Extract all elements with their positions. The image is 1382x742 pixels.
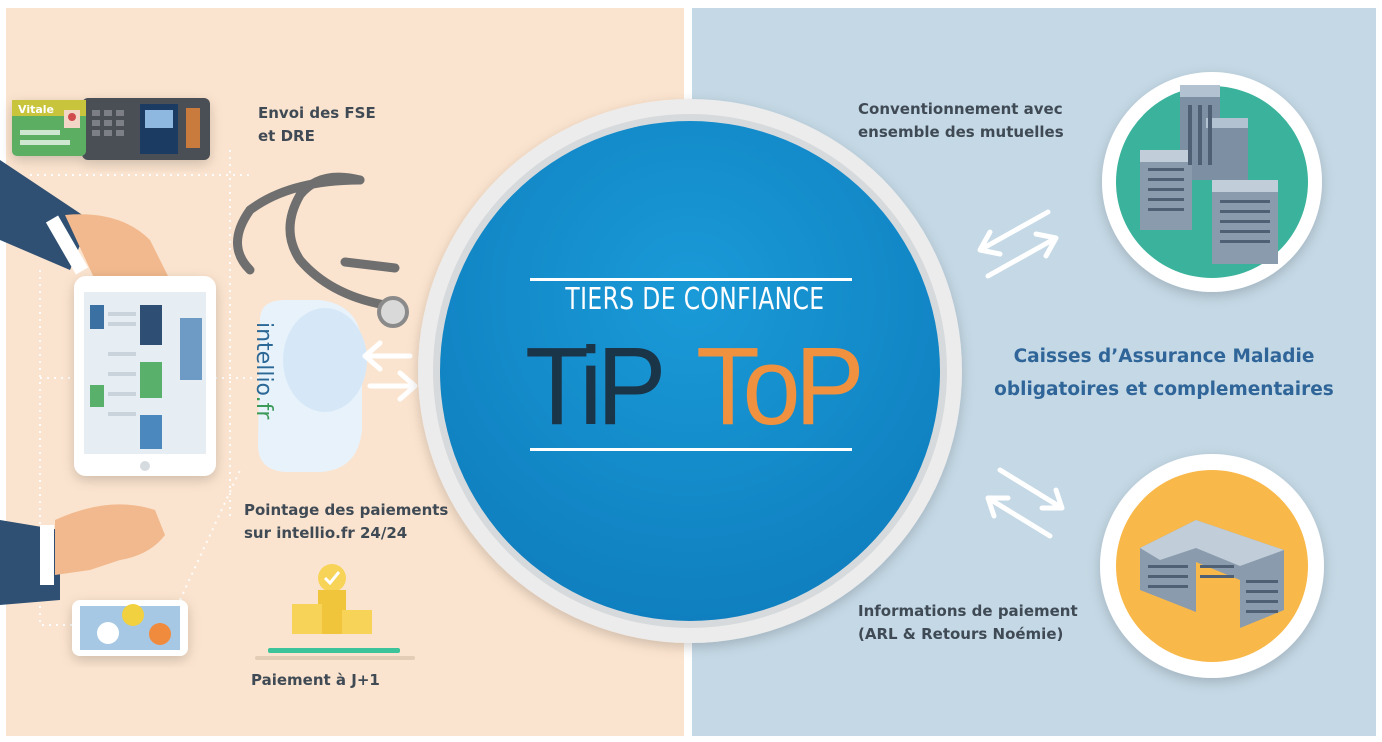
informations-label: Informations de paiement (ARL & Retours …: [858, 602, 1078, 643]
mutuelles-buildings-icon: [1102, 72, 1322, 292]
conventionnement-label: Conventionnement avec ensemble des mutue…: [858, 100, 1064, 141]
top-exchange-arrows: [977, 209, 1059, 279]
pointage-label: Pointage des paiements sur intellio.fr 2…: [244, 501, 449, 542]
intellio-logo-text: intellio.fr: [251, 322, 276, 420]
stethoscope-icon: [233, 172, 400, 310]
caisses-building-icon: [1100, 454, 1324, 678]
card-terminal-icon: [12, 98, 210, 160]
phone-icon: [72, 600, 188, 656]
left-exchange-arrows: [362, 340, 418, 402]
tiers-de-confiance-circle: [418, 99, 962, 643]
tablet-icon: [74, 276, 216, 476]
vitale-card-text: Vitale: [18, 103, 54, 116]
bottom-exchange-arrows: [985, 467, 1065, 539]
fse-label: Envoi des FSE et DRE: [258, 104, 376, 145]
intellio-cloud-icon: [258, 300, 367, 472]
coins-icon: [255, 564, 415, 660]
hand-bottom-icon: [0, 504, 165, 605]
stethoscope-chest-icon: [377, 296, 409, 328]
paiement-label: Paiement à J+1: [251, 671, 380, 689]
caisses-label: Caisses d’Assurance Maladie obligatoires…: [994, 346, 1334, 400]
